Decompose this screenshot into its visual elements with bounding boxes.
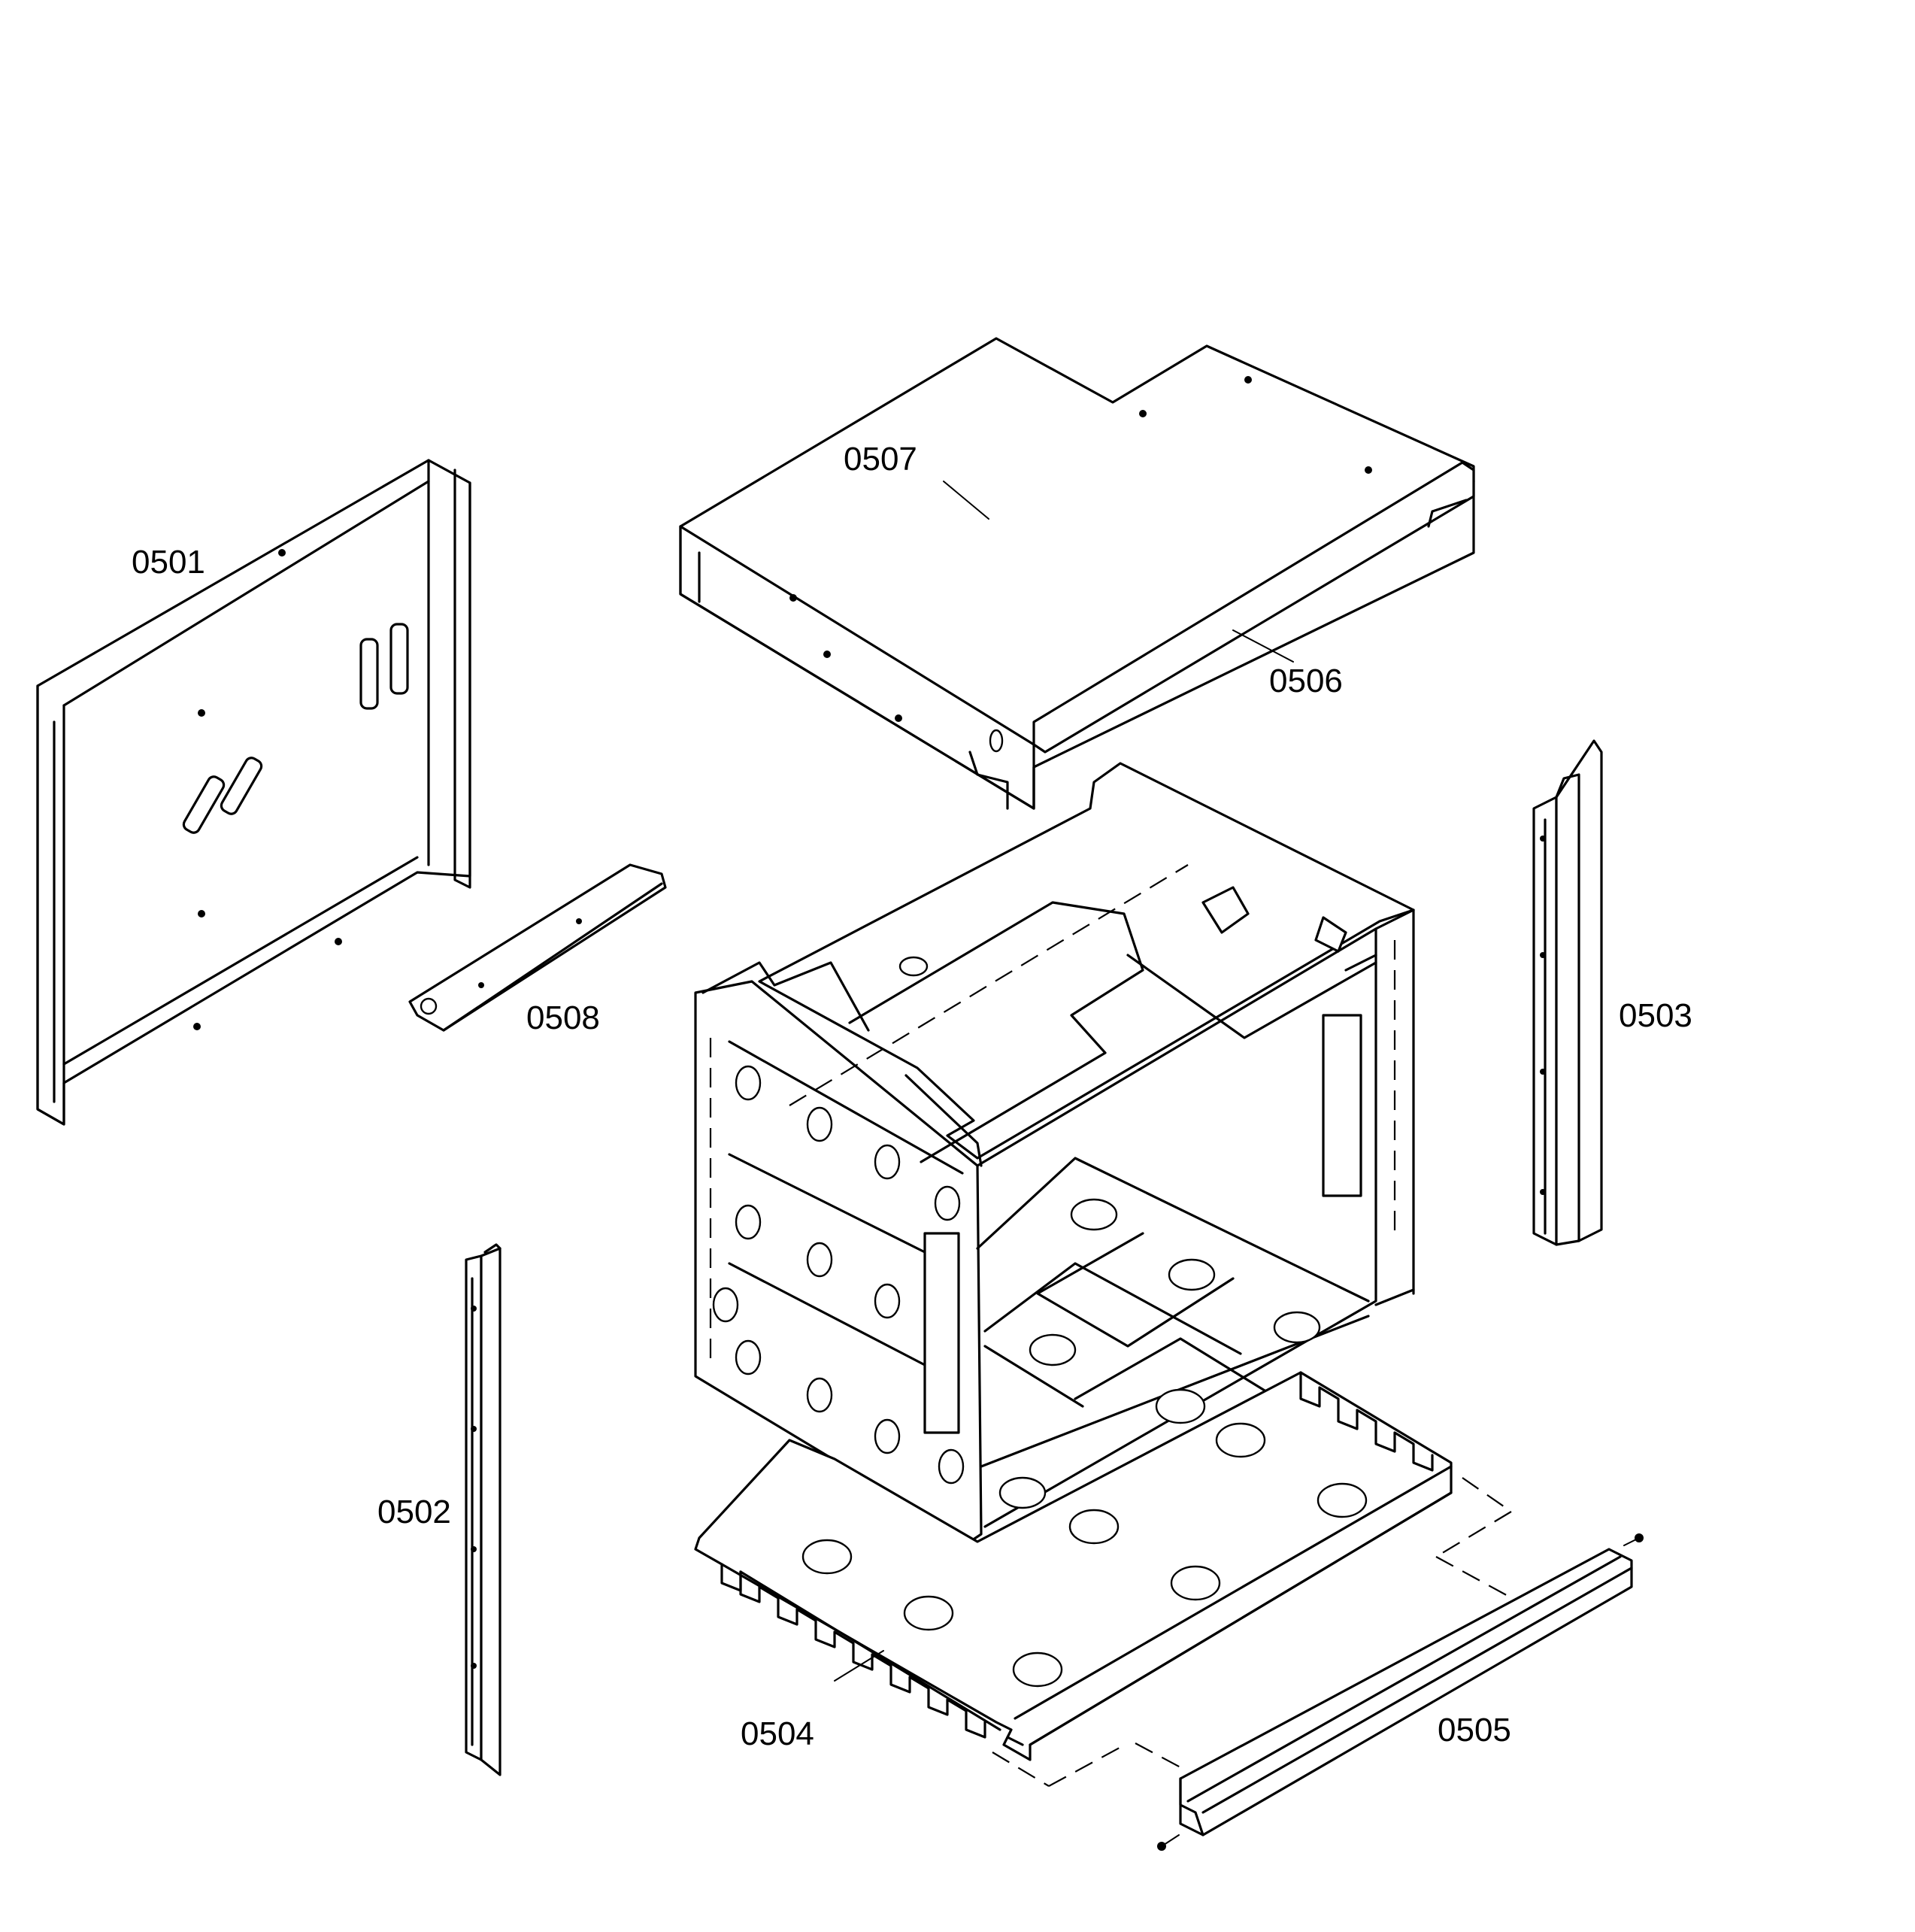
part-0502-vertical-strip bbox=[465, 1243, 501, 1776]
label-0508: 0508 bbox=[526, 999, 600, 1036]
vent-louvres-upper bbox=[182, 623, 409, 834]
label-0502: 0502 bbox=[377, 1494, 451, 1530]
label-0501: 0501 bbox=[132, 544, 205, 581]
label-0507: 0507 bbox=[844, 441, 917, 478]
label-0506: 0506 bbox=[1269, 663, 1343, 699]
part-0504-base-tray bbox=[694, 1371, 1520, 1787]
oven-cavity-body bbox=[694, 762, 1415, 1543]
part-0501-side-panel bbox=[36, 459, 471, 1126]
label-0505: 0505 bbox=[1438, 1712, 1511, 1749]
part-labels: 0501 0502 0503 0504 0505 0506 0507 0508 bbox=[132, 441, 1692, 1752]
part-0503-vertical-strip bbox=[1532, 739, 1603, 1246]
label-0503: 0503 bbox=[1619, 997, 1692, 1034]
label-0504: 0504 bbox=[741, 1715, 814, 1752]
part-0505-trim-bar bbox=[1157, 1533, 1644, 1851]
part-0508-bracket bbox=[408, 863, 667, 1032]
leader-lines bbox=[834, 481, 1294, 1682]
part-0506-top-cover bbox=[679, 337, 1475, 810]
